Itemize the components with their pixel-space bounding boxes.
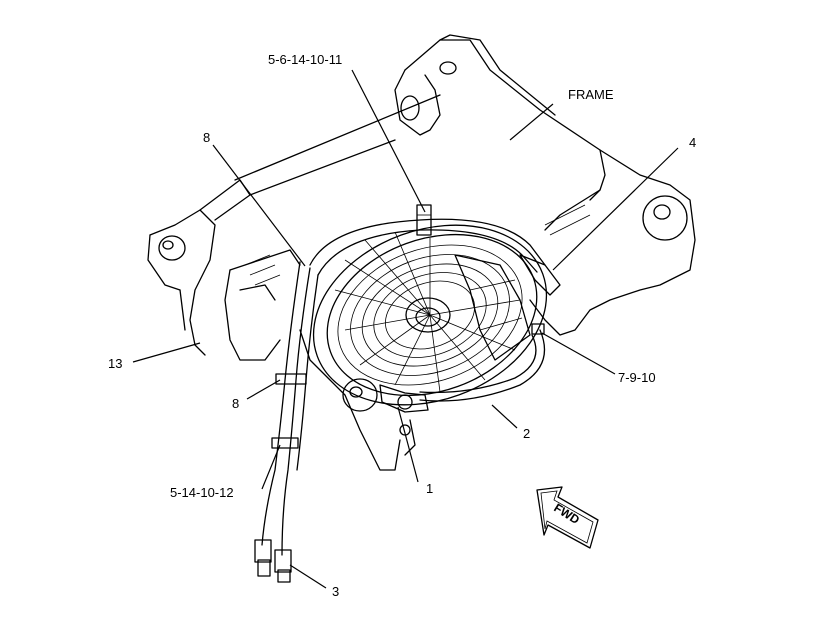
callout-3: 3 — [332, 584, 339, 599]
callout-7-9-10: 7-9-10 — [618, 370, 656, 385]
fan-bracket — [454, 254, 531, 361]
callout-1: 1 — [426, 481, 433, 496]
frame-bolt-hole-top — [439, 61, 457, 75]
hydraulic-hoses — [254, 204, 561, 583]
callout-4: 4 — [689, 135, 696, 150]
clamp-right — [531, 323, 545, 335]
end-fitting-left — [254, 539, 272, 563]
fwd-arrow-shape — [536, 486, 599, 549]
callout-8-top: 8 — [203, 130, 210, 145]
callout-labels: 5-6-14-10-11 FRAME 8 4 13 7-9-10 8 2 1 5… — [108, 52, 696, 599]
frame-bolt-hole-upper — [400, 95, 420, 121]
callout-8-middle: 8 — [232, 396, 239, 411]
clamp-middle — [275, 373, 307, 385]
frame-structure — [147, 34, 696, 471]
end-fitting-right — [274, 549, 292, 573]
callout-5-6-14-10-11: 5-6-14-10-11 — [268, 52, 342, 67]
frame-boss-left — [158, 235, 186, 261]
fitting-lower — [379, 384, 429, 413]
fan-hub — [405, 297, 451, 333]
frame-boss-right — [642, 195, 688, 241]
lower-mount-boss — [342, 378, 378, 412]
leader-lines — [132, 69, 679, 589]
callout-frame: FRAME — [568, 87, 614, 102]
forward-direction-arrow: FWD — [536, 486, 599, 549]
clamp-top — [416, 204, 432, 236]
callout-2: 2 — [523, 426, 530, 441]
fwd-label: FWD — [551, 501, 582, 528]
fan-shroud-outer — [312, 224, 548, 406]
clamp-lower — [271, 437, 299, 449]
callout-5-14-10-12: 5-14-10-12 — [170, 485, 234, 500]
callout-13: 13 — [108, 356, 122, 371]
fitting-right — [519, 254, 561, 296]
